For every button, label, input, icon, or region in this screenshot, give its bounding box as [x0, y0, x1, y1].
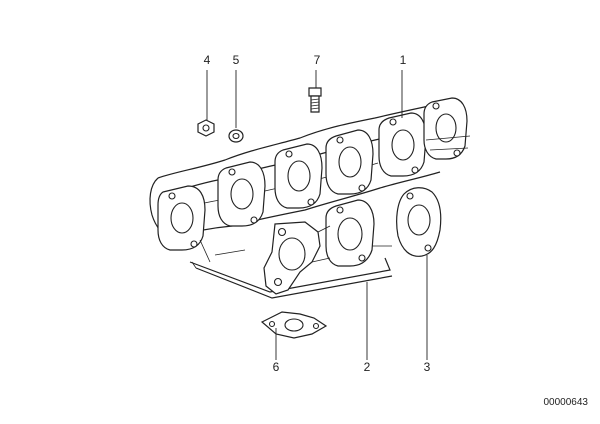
manifold-flange-1 — [157, 185, 206, 251]
callout-3: 3 — [424, 360, 431, 374]
manifold-flange-2 — [217, 161, 266, 227]
callout-7: 7 — [314, 53, 321, 67]
diagram-reference-number: 00000643 — [544, 397, 589, 408]
manifold-flange-3 — [274, 143, 323, 209]
gasket-part-3 — [396, 187, 442, 257]
callout-6: 6 — [273, 360, 280, 374]
leader-lines — [206, 70, 428, 360]
exhaust-manifold-part — [149, 97, 471, 251]
washer-part-5 — [228, 129, 244, 143]
callout-5: 5 — [233, 53, 240, 67]
callout-2: 2 — [364, 360, 371, 374]
flange-gasket-part-2 — [263, 199, 392, 295]
nut-part-4 — [197, 119, 215, 137]
callout-4: 4 — [204, 53, 211, 67]
manifold-flange-6 — [423, 97, 468, 160]
callout-1: 1 — [400, 53, 407, 67]
manifold-flange-5 — [378, 112, 427, 177]
stud-bolt-part-7 — [308, 87, 322, 113]
manifold-flange-4 — [325, 129, 374, 195]
heat-shield-plate — [189, 239, 393, 299]
gasket-part-6 — [260, 311, 328, 339]
